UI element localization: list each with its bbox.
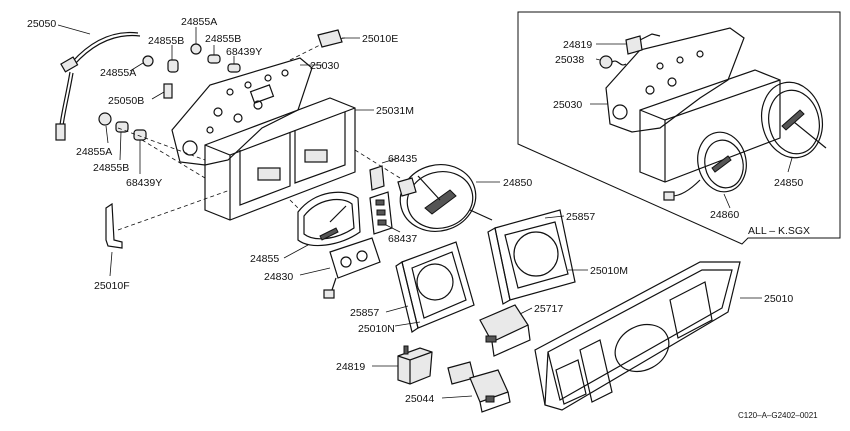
speedometer-cable: [55, 24, 141, 141]
inset-label-24819: 24819: [563, 39, 592, 51]
label-25044: 25044: [405, 393, 434, 405]
label-24855a-mid: 24855A: [100, 67, 136, 79]
warning-cluster-68437: [369, 191, 401, 235]
label-24855a-low: 24855A: [76, 146, 112, 158]
lens-mask-left: [385, 241, 475, 333]
label-24855b-low: 24855B: [93, 162, 129, 174]
inset-note: ALL – K.SGX: [748, 225, 810, 237]
label-24855b-top1: 24855B: [148, 35, 184, 47]
bulb-sockets-top: [98, 27, 241, 174]
label-25010e: 25010E: [362, 33, 398, 45]
inset-label-24850: 24850: [774, 177, 803, 189]
label-24855: 24855: [250, 253, 279, 265]
label-25030: 25030: [310, 60, 339, 72]
label-25050: 25050: [27, 18, 56, 30]
connector-25010e: [317, 29, 360, 48]
label-25010m: 25010M: [590, 265, 628, 277]
label-68435: 68435: [388, 153, 417, 165]
bracket-25010f: [105, 202, 123, 277]
speedometer: [397, 164, 500, 232]
label-24830: 24830: [264, 271, 293, 283]
inset-label-25030: 25030: [553, 99, 582, 111]
combination-meter: [283, 191, 361, 259]
printed-circuit-board: [171, 57, 322, 166]
lens-mask-right: [487, 209, 588, 305]
cluster-lid: [534, 261, 762, 411]
inset-label-24860: 24860: [710, 209, 739, 221]
footer-code: C120–A–G2402–0021: [738, 411, 818, 420]
label-25010n: 25010N: [358, 323, 395, 335]
switch-25717: [479, 304, 533, 357]
label-68439y-top: 68439Y: [226, 46, 262, 58]
label-25857-left: 25857: [350, 307, 379, 319]
label-25031m: 25031M: [376, 105, 414, 117]
meter-housing: [204, 97, 374, 221]
label-24855b-top2: 24855B: [205, 33, 241, 45]
label-68439y-low: 68439Y: [126, 177, 162, 189]
label-24855a-top: 24855A: [181, 16, 217, 28]
label-68437: 68437: [388, 233, 417, 245]
label-25717: 25717: [534, 303, 563, 315]
label-25010f: 25010F: [94, 280, 130, 292]
indicator-68435: [369, 157, 399, 191]
label-25050b: 25050B: [108, 95, 144, 107]
inset-label-25038: 25038: [555, 54, 584, 66]
gauge-24830: [299, 237, 381, 299]
label-25857-right: 25857: [566, 211, 595, 223]
label-25010: 25010: [764, 293, 793, 305]
relay-24819: [372, 345, 433, 385]
inset-variant: [517, 11, 841, 245]
buzzer-25044: [441, 361, 511, 413]
label-24819: 24819: [336, 361, 365, 373]
label-24850: 24850: [503, 177, 532, 189]
